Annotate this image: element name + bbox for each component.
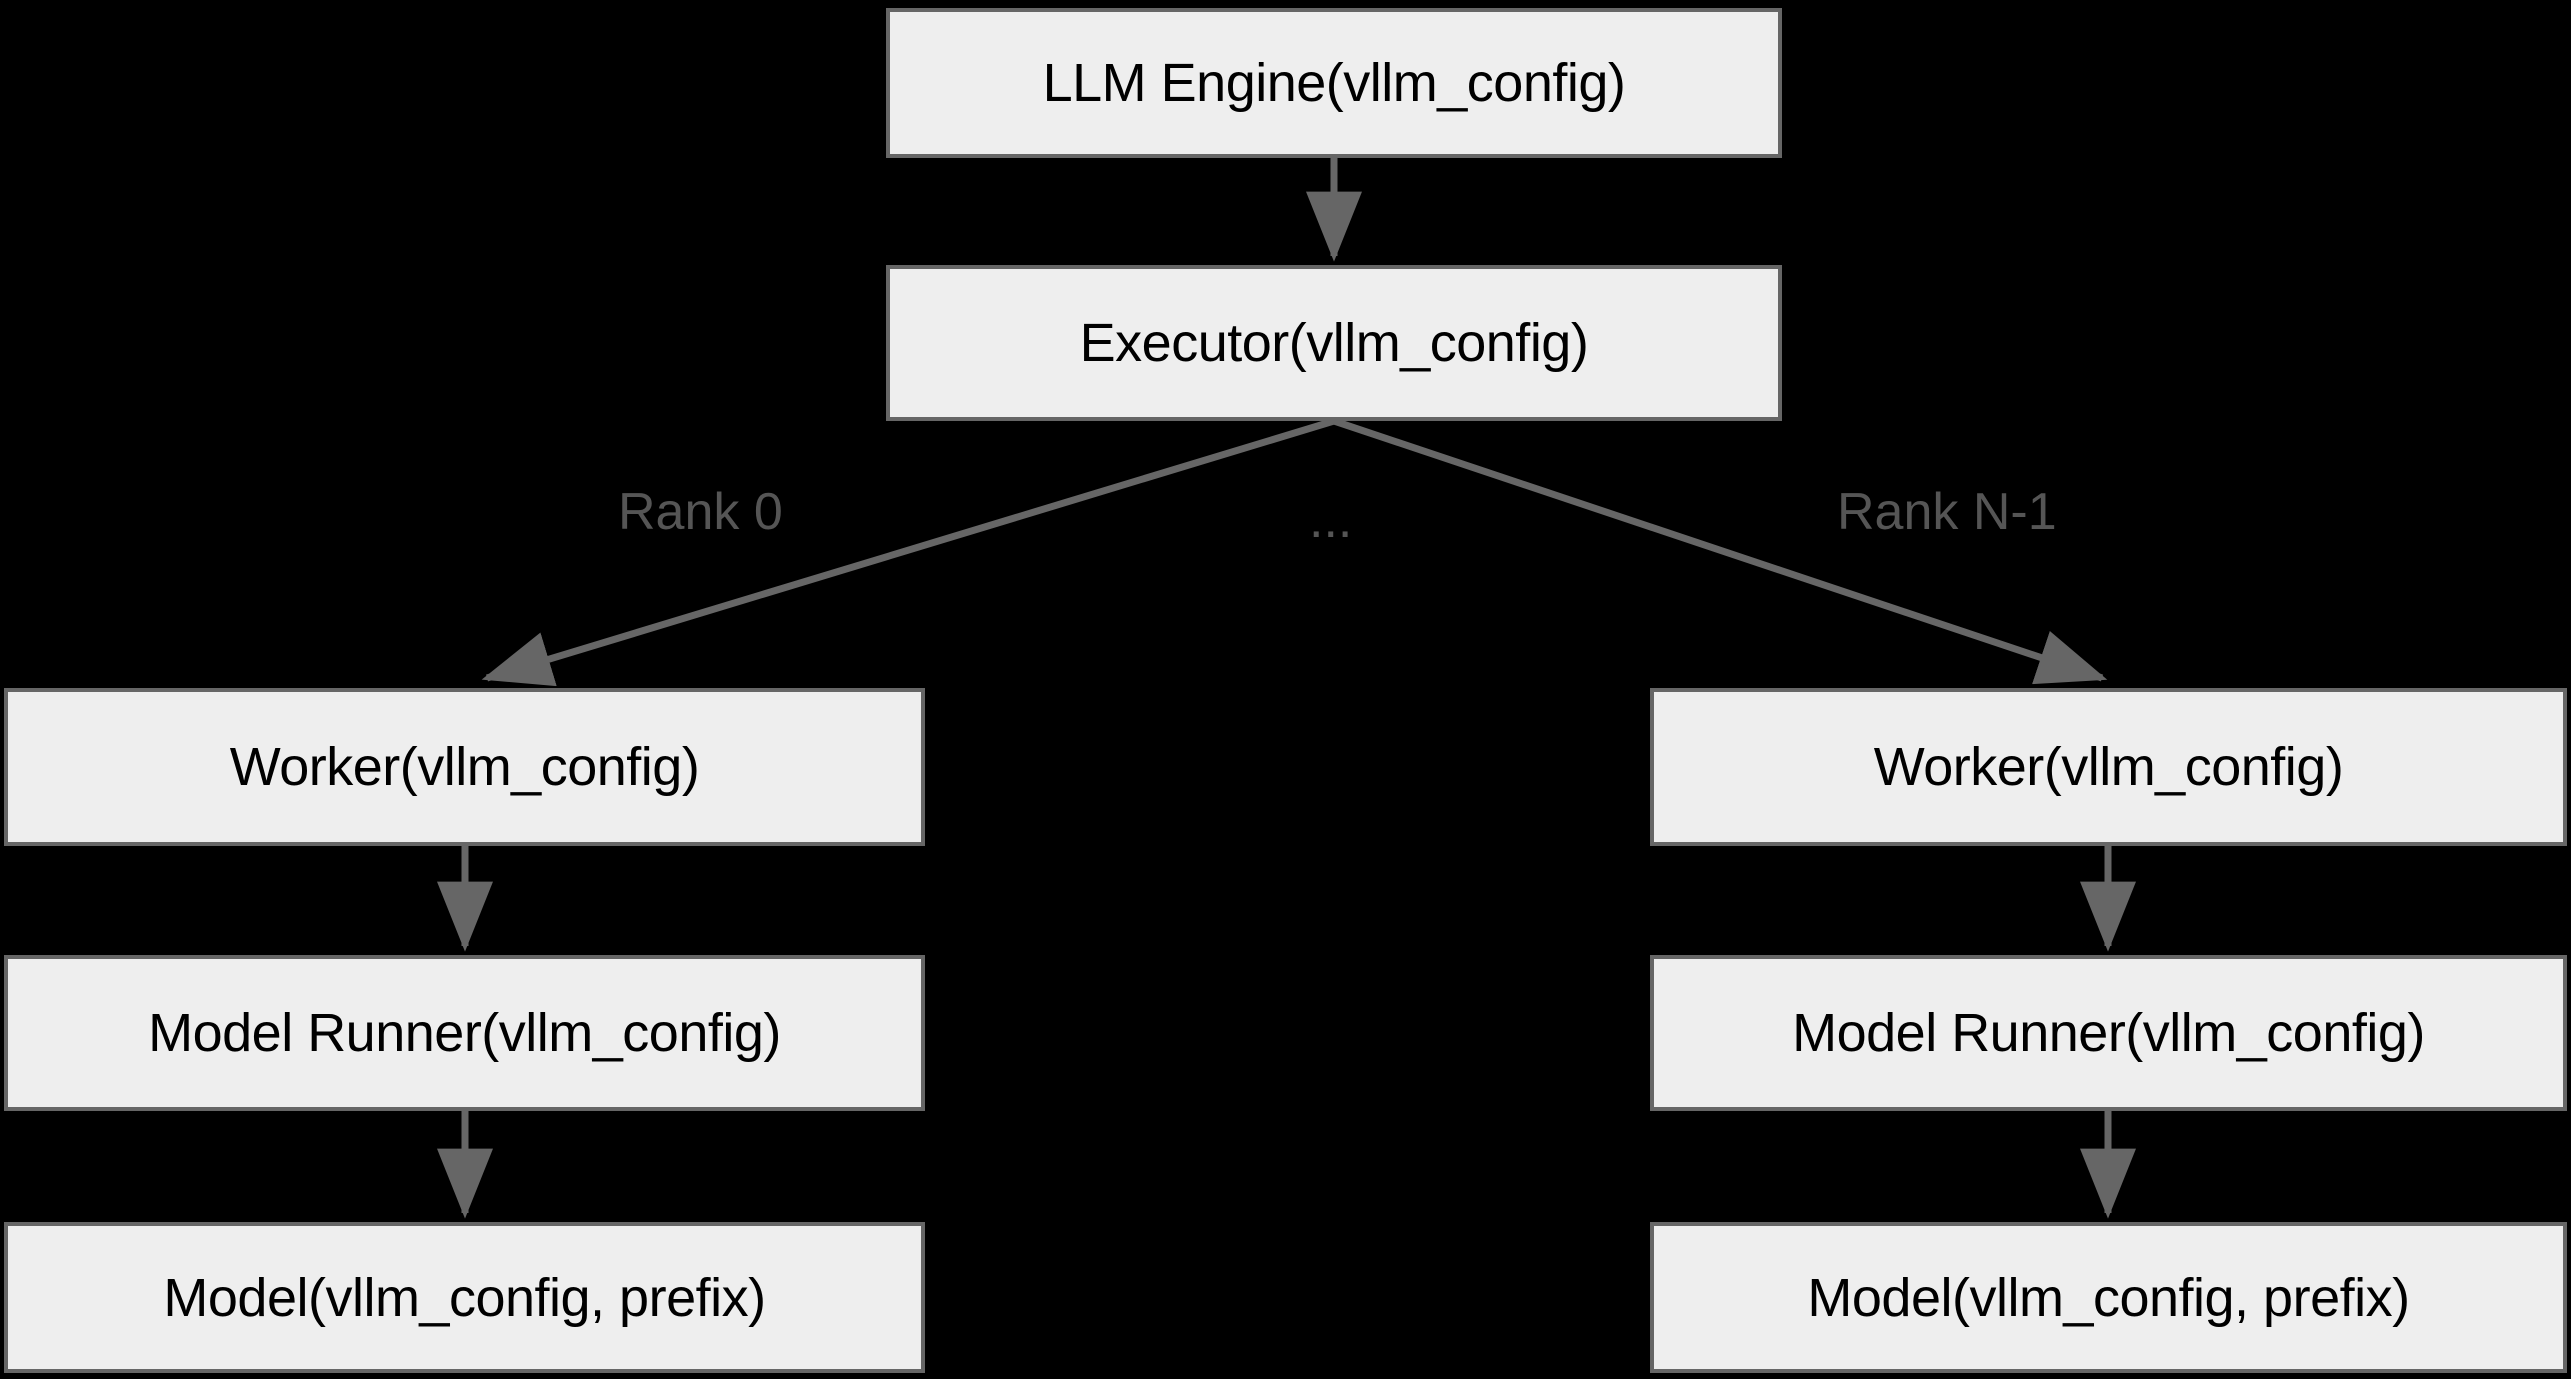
node-executor-label: Executor(vllm_config) (1079, 313, 1589, 373)
node-llm-engine-label: LLM Engine(vllm_config) (1042, 53, 1626, 113)
node-worker-rank-0-label: Worker(vllm_config) (229, 737, 700, 797)
edge-executor-to-worker-left (481, 417, 1336, 687)
edge-label-rank-0: Rank 0 (618, 483, 783, 541)
node-model-runner-rank-n-1[interactable]: Model Runner(vllm_config) (1650, 955, 2567, 1111)
edge-label-rank-n-1: Rank N-1 (1837, 483, 2057, 541)
edge-executor-to-worker-right (1332, 417, 2108, 685)
node-llm-engine[interactable]: LLM Engine(vllm_config) (886, 8, 1782, 158)
node-worker-rank-0[interactable]: Worker(vllm_config) (4, 688, 925, 846)
edge-label-ellipsis: ... (1309, 491, 1353, 549)
node-model-runner-rank-0[interactable]: Model Runner(vllm_config) (4, 955, 925, 1111)
node-model-runner-rank-0-label: Model Runner(vllm_config) (148, 1003, 781, 1063)
node-model-runner-rank-n-1-label: Model Runner(vllm_config) (1792, 1003, 2425, 1063)
node-executor[interactable]: Executor(vllm_config) (886, 265, 1782, 421)
node-worker-rank-n-1-label: Worker(vllm_config) (1873, 737, 2344, 797)
node-worker-rank-n-1[interactable]: Worker(vllm_config) (1650, 688, 2567, 846)
node-model-rank-n-1-label: Model(vllm_config, prefix) (1807, 1267, 2410, 1328)
node-model-rank-0[interactable]: Model(vllm_config, prefix) (4, 1222, 925, 1373)
node-model-rank-n-1[interactable]: Model(vllm_config, prefix) (1650, 1222, 2567, 1373)
node-model-rank-0-label: Model(vllm_config, prefix) (163, 1267, 766, 1328)
